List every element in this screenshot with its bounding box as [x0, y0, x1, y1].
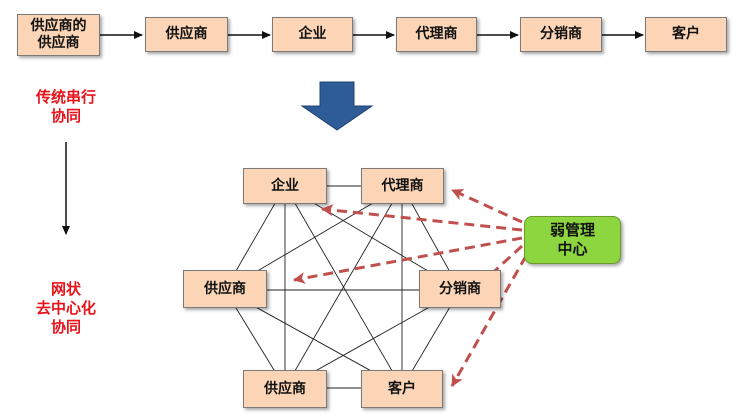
transition-down-arrow — [300, 81, 374, 131]
network-node-agent: 代理商 — [361, 168, 444, 204]
weak-management-center: 弱管理 中心 — [524, 216, 621, 264]
chain-node-customer: 客户 — [645, 17, 727, 52]
traditional-collaboration-label: 传统串行 协同 — [35, 88, 96, 125]
chain-node-supplier: 供应商 — [145, 17, 228, 52]
chain-node-distributor: 分销商 — [520, 17, 602, 52]
network-node-enterprise: 企业 — [243, 168, 327, 204]
network-node-supplier-mid: 供应商 — [183, 270, 267, 308]
chain-node-agent: 代理商 — [396, 17, 477, 52]
network-collaboration-label: 网状 去中心化 协同 — [35, 280, 96, 336]
network-node-customer: 客户 — [361, 370, 443, 408]
network-node-supplier-bottom: 供应商 — [243, 370, 327, 408]
network-node-distributor: 分销商 — [419, 270, 501, 308]
chain-node-enterprise: 企业 — [272, 17, 353, 52]
chain-node-supplier-of-supplier: 供应商的 供应商 — [17, 14, 100, 56]
